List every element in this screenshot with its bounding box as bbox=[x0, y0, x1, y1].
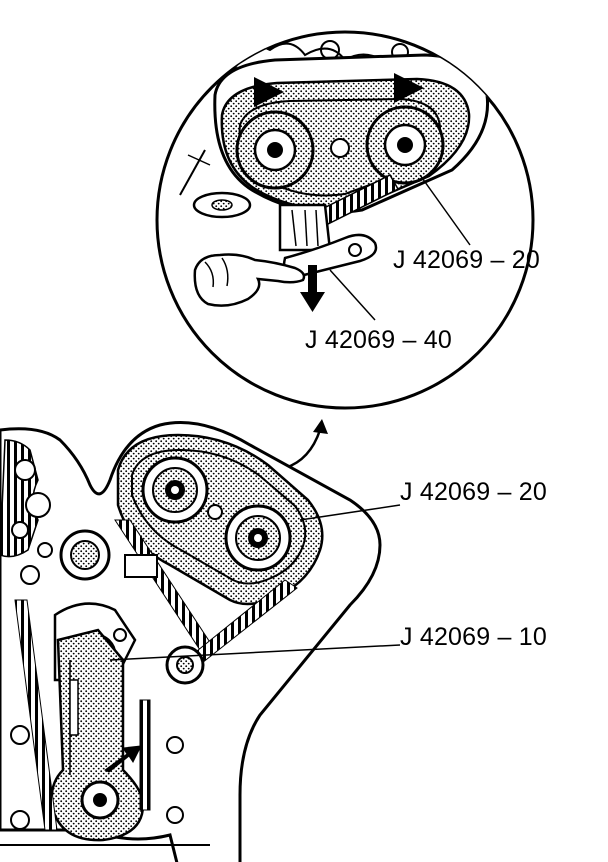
callout-main-j42069-20: J 42069 – 20 bbox=[400, 478, 547, 506]
leader-main-10 bbox=[109, 644, 401, 661]
detail-view bbox=[155, 30, 535, 410]
arrow-down-icon bbox=[300, 265, 325, 312]
belt-direction-arrows bbox=[254, 73, 424, 107]
leader-main-20 bbox=[299, 504, 401, 521]
curved-arrow-icon bbox=[284, 419, 328, 470]
engine-front-view bbox=[0, 421, 382, 862]
callout-detail-j42069-40: J 42069 – 40 bbox=[305, 326, 452, 354]
callout-main-j42069-10: J 42069 – 10 bbox=[400, 623, 547, 651]
callout-detail-j42069-20: J 42069 – 20 bbox=[393, 246, 540, 274]
arrow-up-right-icon bbox=[104, 745, 142, 773]
